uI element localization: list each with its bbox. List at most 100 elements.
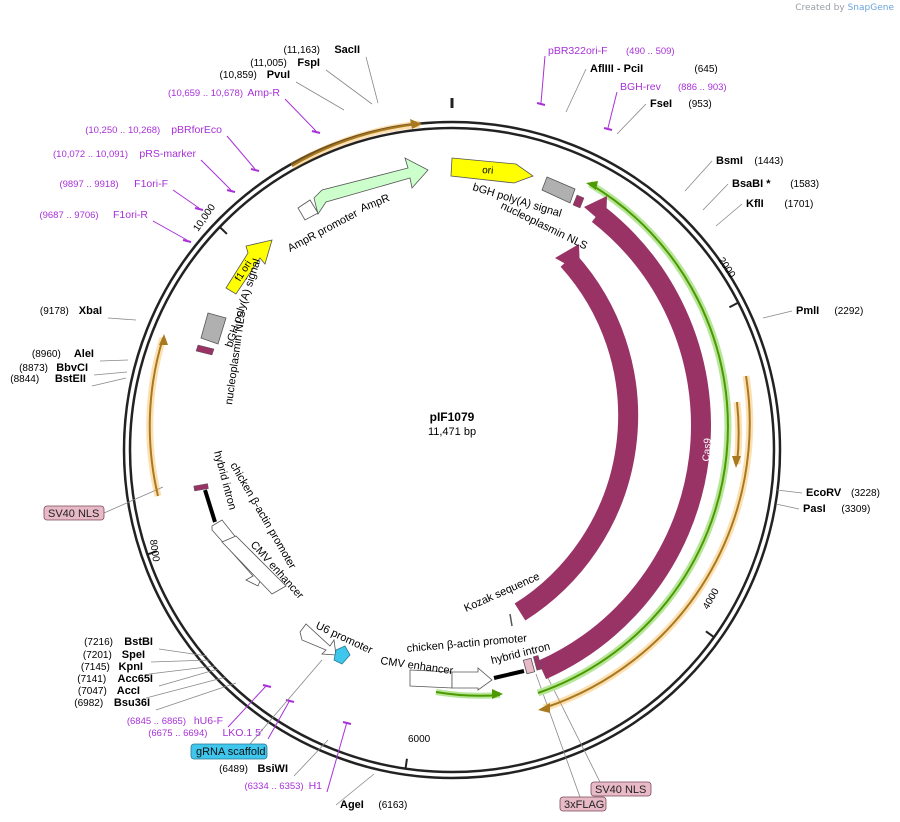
site-name: KflI bbox=[746, 198, 764, 210]
sv40-nls-box-left bbox=[43, 505, 105, 521]
site-name: PvuI bbox=[267, 69, 290, 81]
boxed-features: SV40 NLS gRNA scaffold SV40 NLS 3xFLAG bbox=[43, 505, 652, 812]
site-name: FspI bbox=[297, 57, 320, 69]
restriction-site[interactable]: BstEII(8844) bbox=[10, 373, 86, 385]
primer[interactable]: F1ori-R(9687 .. 9706) bbox=[39, 209, 148, 221]
ruler-tick bbox=[147, 550, 158, 556]
restriction-site[interactable]: BsmI(1443) bbox=[716, 155, 783, 167]
primer-mark bbox=[262, 684, 272, 688]
restriction-site[interactable]: Bsu36I(6982) bbox=[74, 697, 150, 709]
cmv-enhancer-left-arrow bbox=[221, 535, 287, 595]
restriction-site[interactable]: AleI(8960) bbox=[32, 348, 94, 360]
site-connectors bbox=[91, 55, 803, 806]
green-orf-short-arrow bbox=[492, 689, 503, 699]
primer-mark bbox=[194, 207, 204, 211]
site-name: BstEII bbox=[55, 373, 86, 385]
restriction-site[interactable]: PasI(3309) bbox=[803, 503, 870, 515]
restriction-site[interactable]: XbaI(9178) bbox=[40, 305, 102, 317]
site-connector bbox=[158, 668, 219, 687]
restriction-site[interactable]: KpnI(7145) bbox=[81, 661, 143, 673]
restriction-site[interactable]: PmlI(2292) bbox=[796, 305, 863, 317]
restriction-site[interactable]: BbvCI(8873) bbox=[19, 362, 88, 374]
restriction-site[interactable]: FspI(11,005) bbox=[250, 57, 320, 69]
site-position: (3309) bbox=[841, 504, 870, 515]
primer[interactable]: hU6-F (6845 .. 6865) bbox=[127, 715, 223, 727]
site-name: BbvCI bbox=[56, 362, 88, 374]
credit-text: Created by bbox=[795, 3, 845, 13]
nls-marker-left-low bbox=[193, 483, 209, 492]
box-connector bbox=[249, 659, 323, 745]
ampr-promoter-label: AmpR promoter bbox=[286, 207, 360, 254]
restriction-site[interactable]: SpeI(7201) bbox=[83, 649, 145, 661]
restriction-site[interactable]: EcoRV(3228) bbox=[806, 487, 880, 499]
site-position: (3228) bbox=[851, 488, 880, 499]
flag-marker-bottom bbox=[532, 655, 543, 671]
snapgene-brand: SnapGene bbox=[847, 3, 894, 13]
flag-box bbox=[559, 796, 607, 812]
primer[interactable]: pRS-marker(10,072 .. 10,091) bbox=[53, 148, 197, 160]
primer-position: (6675 .. 6694) bbox=[148, 728, 207, 739]
site-position: (7145) bbox=[81, 662, 110, 673]
snapgene-credit: Created by SnapGene bbox=[795, 3, 894, 13]
primer-position: (10,250 .. 10,268) bbox=[85, 125, 160, 136]
primer[interactable]: pBRforEco(10,250 .. 10,268) bbox=[85, 124, 222, 136]
primer-connector bbox=[607, 91, 618, 129]
primer-position: (9687 .. 9706) bbox=[39, 210, 98, 221]
site-connector bbox=[93, 371, 128, 376]
primer-position: (10,072 .. 10,091) bbox=[53, 149, 128, 160]
restriction-site[interactable]: KflI(1701) bbox=[746, 198, 813, 210]
ori-label: ori bbox=[482, 165, 494, 177]
site-name: AccI bbox=[117, 685, 140, 697]
chicken-promoter-bottom-arrow bbox=[451, 667, 493, 691]
primer-name: hU6-F bbox=[194, 715, 223, 727]
primer[interactable]: LKO.1 5'(6675 .. 6694) bbox=[148, 727, 263, 739]
restriction-site[interactable]: BsaBI *(1583) bbox=[732, 178, 819, 190]
site-name: BsiWI bbox=[257, 763, 288, 775]
primer-position: (6845 .. 6865) bbox=[127, 716, 186, 727]
site-connector bbox=[155, 682, 237, 711]
primer-connector bbox=[227, 684, 268, 728]
site-position: (953) bbox=[688, 99, 711, 110]
restriction-site[interactable]: PvuI(10,859) bbox=[220, 69, 290, 81]
orf-arc-top-core bbox=[291, 123, 419, 167]
primer[interactable]: H1(6334 .. 6353) bbox=[244, 780, 322, 792]
primer[interactable]: pBR322ori-F(490 .. 509) bbox=[548, 45, 675, 57]
restriction-site[interactable]: AflIII - PciI(645) bbox=[590, 63, 718, 75]
ruler-tick bbox=[404, 758, 408, 769]
site-connector bbox=[148, 665, 216, 675]
orf-arrow-right-short bbox=[732, 456, 741, 468]
flag-box-label: 3xFLAG bbox=[564, 799, 604, 811]
primer-connector bbox=[200, 159, 232, 191]
orf-arc-right-long-core bbox=[543, 375, 751, 709]
restriction-site[interactable]: BstBI(7216) bbox=[84, 636, 153, 648]
primer-position: (10,659 .. 10,678) bbox=[168, 88, 243, 99]
restriction-site[interactable]: Acc65I(7141) bbox=[77, 673, 153, 685]
site-connector bbox=[702, 183, 729, 211]
primer[interactable]: F1ori-F(9897 .. 9918) bbox=[59, 178, 168, 190]
primer[interactable]: Amp-R(10,659 .. 10,678) bbox=[168, 87, 280, 99]
ruler-tick-label: 10,000 bbox=[191, 202, 218, 234]
site-position: (7141) bbox=[77, 674, 106, 685]
ruler-tick-label: 4000 bbox=[701, 586, 722, 611]
site-connector bbox=[158, 648, 208, 657]
restriction-site[interactable]: BsiWI(6489) bbox=[219, 763, 288, 775]
ori-arrow bbox=[450, 157, 534, 184]
site-labels: SacII (11,163)FspI(11,005)PvuI(10,859) Afl… bbox=[10, 44, 880, 811]
site-connector bbox=[150, 659, 211, 663]
site-position: (11,163) bbox=[283, 45, 320, 56]
top-right-features: ori bGH poly(A) signal nucleoplasmin NLS bbox=[450, 157, 589, 252]
restriction-site[interactable]: AccI(7047) bbox=[78, 685, 140, 697]
restriction-site[interactable]: AgeI(6163) bbox=[340, 799, 407, 811]
sv40-nls-marker-bottom bbox=[522, 657, 536, 675]
primer[interactable]: BGH-rev(886 .. 903) bbox=[620, 81, 727, 93]
cas9-arcs: Cas9 Cas9 bbox=[514, 196, 714, 680]
ruler-tick bbox=[219, 226, 228, 235]
site-name: BsmI bbox=[716, 155, 743, 167]
primer-mark bbox=[311, 130, 321, 134]
cas9-outer-label: Cas9 bbox=[701, 437, 714, 461]
site-position: (7216) bbox=[84, 637, 113, 648]
restriction-site[interactable]: SacII (11,163) bbox=[283, 44, 360, 56]
site-name: SacII bbox=[334, 44, 360, 56]
restriction-site[interactable]: FseI(953) bbox=[650, 98, 712, 110]
backbone-inner bbox=[128, 126, 776, 774]
